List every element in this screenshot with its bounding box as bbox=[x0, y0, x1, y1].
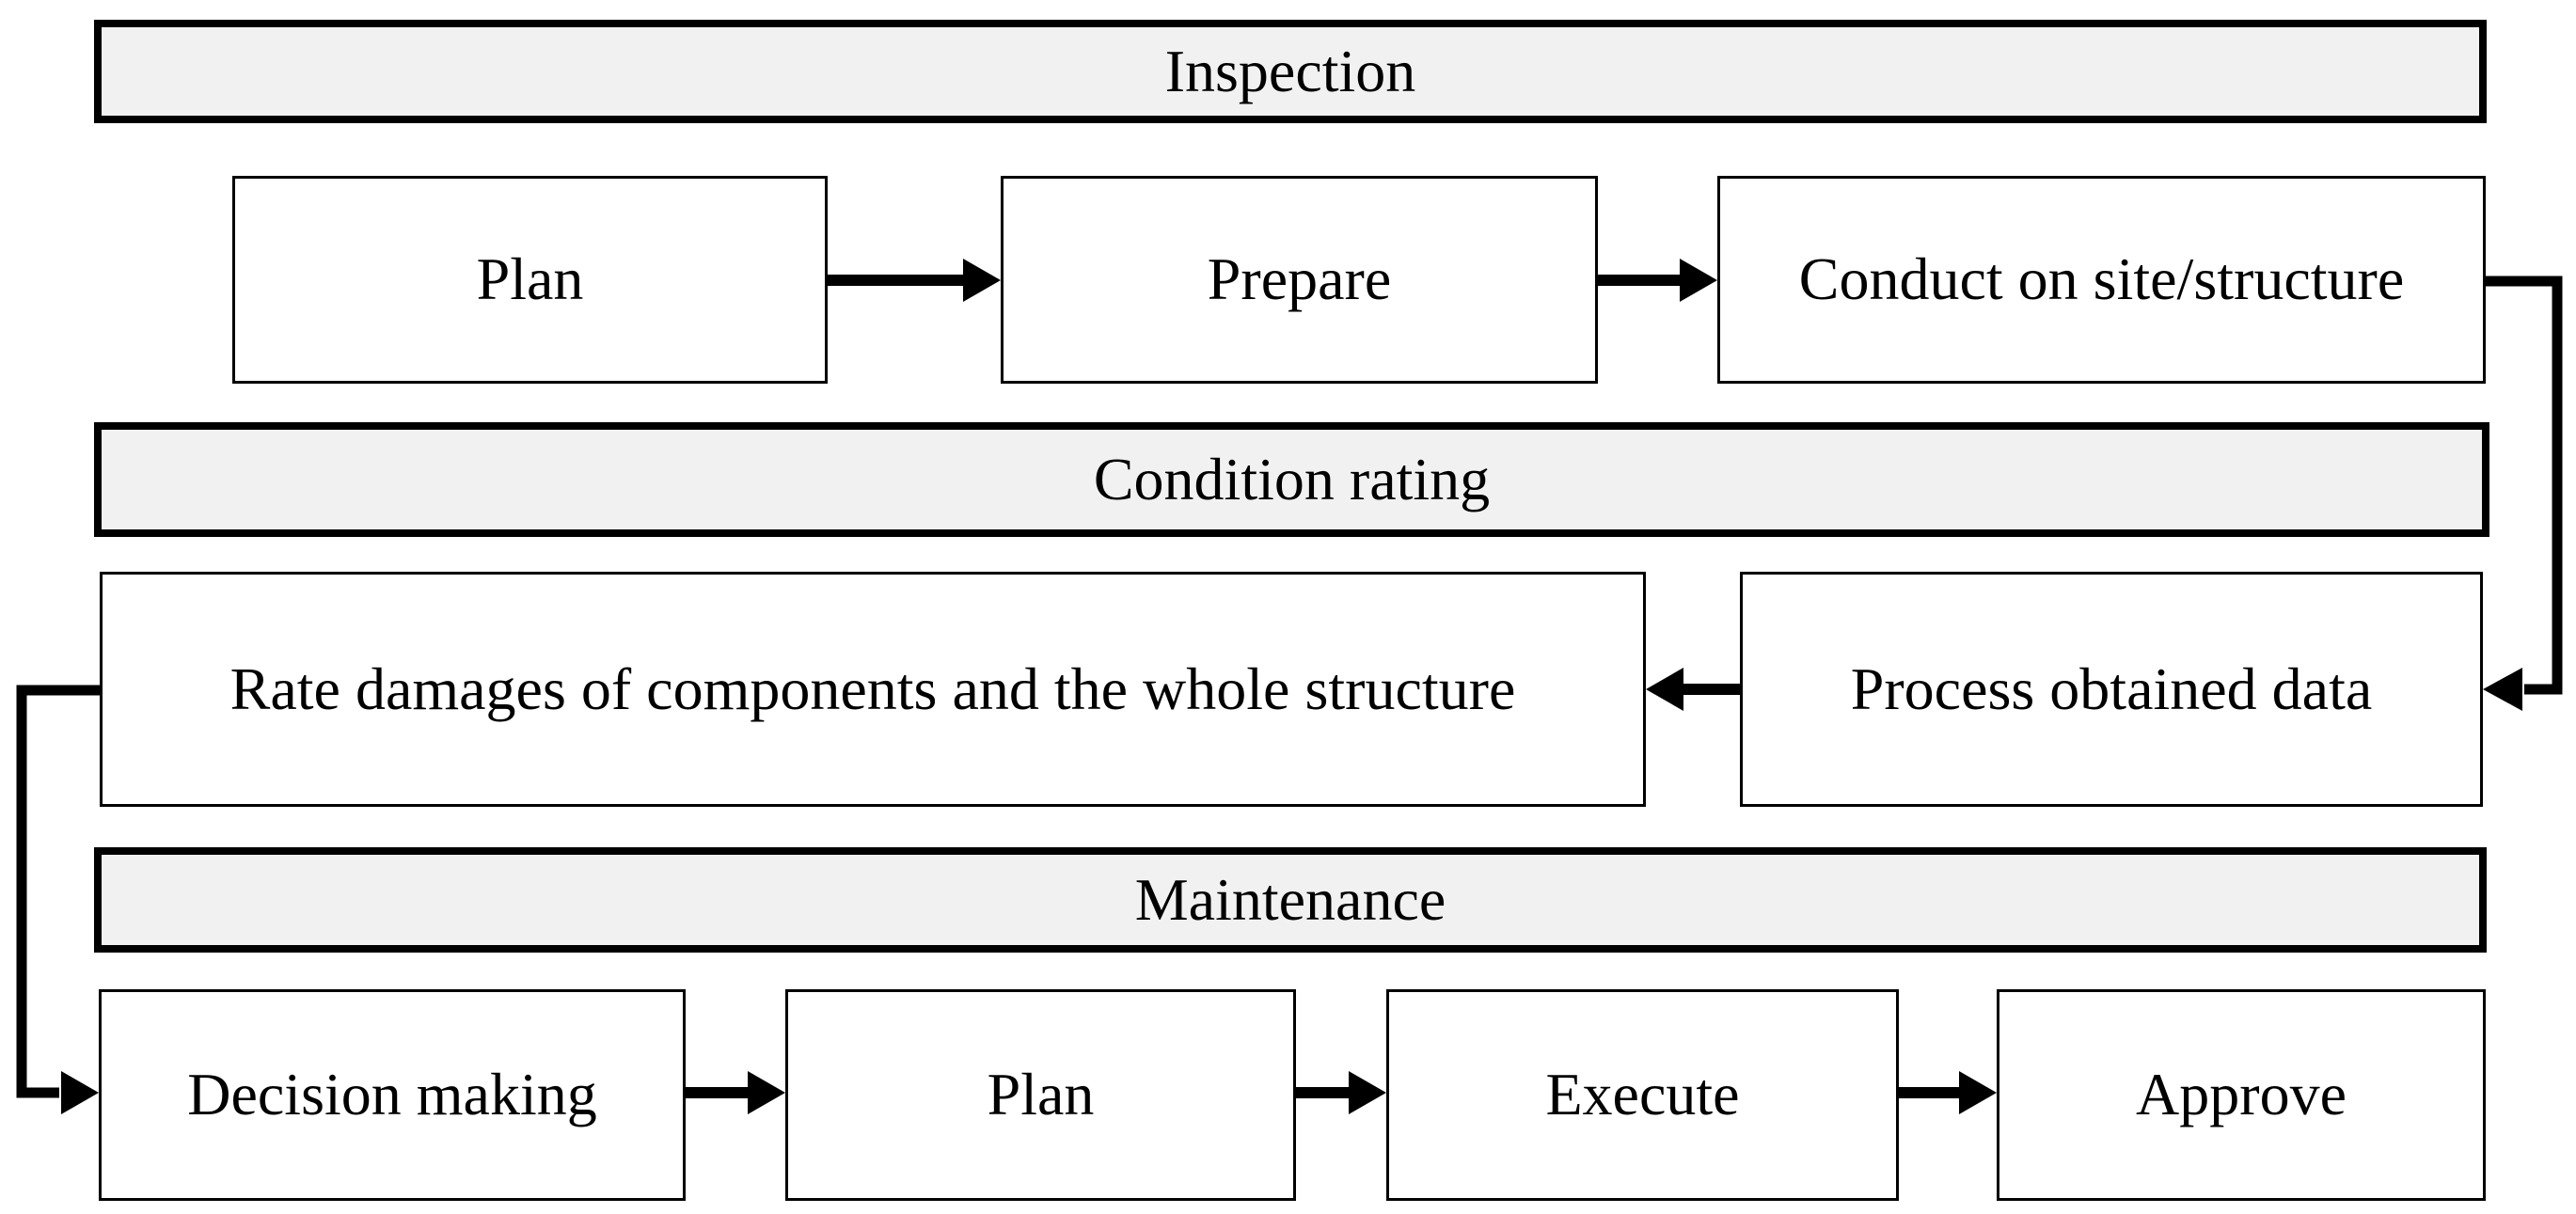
node-decision-making-label: Decision making bbox=[187, 1061, 597, 1128]
arrowhead-left-icon bbox=[2483, 668, 2522, 711]
arrowhead-right-icon bbox=[963, 259, 1001, 302]
node-inspection-prepare: Prepare bbox=[1001, 176, 1598, 384]
arrow-prepare-to-conduct bbox=[1598, 259, 1717, 302]
node-approve: Approve bbox=[1997, 989, 2486, 1201]
arrowhead-left-icon bbox=[1646, 668, 1683, 711]
node-maintenance-plan: Plan bbox=[785, 989, 1296, 1201]
node-process-data: Process obtained data bbox=[1740, 572, 2483, 807]
arrowhead-right-icon bbox=[1959, 1071, 1997, 1114]
section-header-inspection: Inspection bbox=[94, 20, 2487, 123]
section-header-condition-rating: Condition rating bbox=[94, 422, 2489, 537]
node-rate-damages: Rate damages of components and the whole… bbox=[100, 572, 1646, 807]
node-inspection-plan: Plan bbox=[232, 176, 828, 384]
node-inspection-plan-label: Plan bbox=[476, 245, 584, 313]
section-header-condition-rating-label: Condition rating bbox=[1093, 446, 1491, 512]
node-rate-damages-label: Rate damages of components and the whole… bbox=[229, 654, 1516, 722]
section-header-maintenance: Maintenance bbox=[94, 847, 2487, 953]
node-inspection-prepare-label: Prepare bbox=[1207, 245, 1392, 313]
arrowhead-right-icon bbox=[1680, 259, 1717, 302]
arrowhead-right-icon bbox=[1349, 1071, 1386, 1114]
connector-conduct-to-process bbox=[2483, 276, 2563, 711]
node-decision-making: Decision making bbox=[99, 989, 686, 1201]
arrow-execute-to-approve bbox=[1899, 1071, 1997, 1114]
arrow-process-to-rate bbox=[1646, 668, 1740, 711]
section-header-maintenance-label: Maintenance bbox=[1134, 866, 1446, 933]
node-maintenance-plan-label: Plan bbox=[987, 1061, 1095, 1128]
node-inspection-conduct: Conduct on site/structure bbox=[1717, 176, 2486, 384]
section-header-inspection-label: Inspection bbox=[1164, 38, 1416, 104]
arrowhead-right-icon bbox=[748, 1071, 785, 1114]
arrow-decision-to-plan bbox=[686, 1071, 785, 1114]
arrow-plan-to-execute bbox=[1296, 1071, 1386, 1114]
node-approve-label: Approve bbox=[2136, 1061, 2347, 1128]
arrow-plan-to-prepare bbox=[828, 259, 1001, 302]
connector-rate-to-decision bbox=[16, 685, 100, 1114]
arrowhead-right-icon bbox=[61, 1071, 99, 1114]
node-execute-label: Execute bbox=[1545, 1061, 1740, 1128]
node-execute: Execute bbox=[1386, 989, 1899, 1201]
node-inspection-conduct-label: Conduct on site/structure bbox=[1798, 245, 2405, 313]
node-process-data-label: Process obtained data bbox=[1850, 654, 2373, 722]
